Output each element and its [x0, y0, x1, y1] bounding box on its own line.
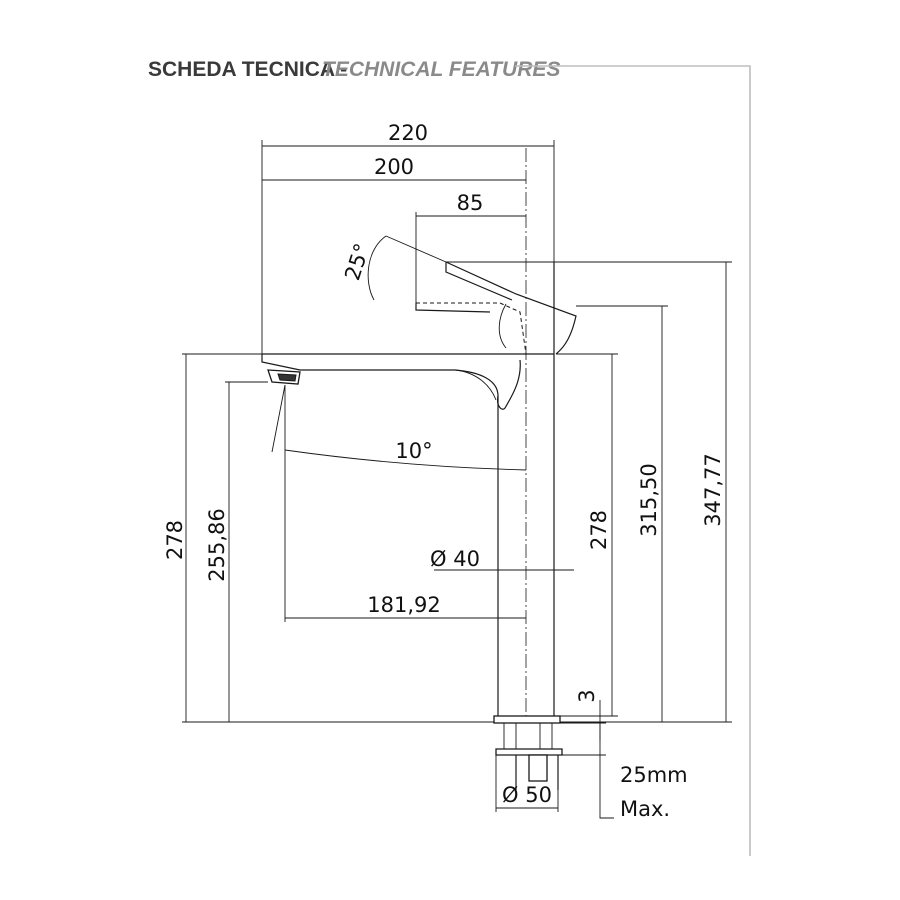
label-height-right-body: 278 — [587, 510, 611, 550]
base-plate — [493, 715, 561, 724]
dim-arc-10 — [284, 449, 527, 471]
label-base-thickness: 3 — [575, 689, 599, 702]
dim-line-25mm — [599, 723, 614, 819]
fixing-threads — [503, 723, 553, 749]
header-title-main: SCHEDA TECNICA - — [148, 58, 347, 81]
spout-underside — [261, 354, 521, 410]
lever-open-position — [416, 302, 527, 355]
dim-line-315-50 — [560, 305, 668, 723]
dim-line-220 — [261, 140, 555, 354]
dim-arc-25-leader — [385, 235, 447, 263]
label-base-diameter: Ø 50 — [502, 783, 552, 807]
label-deck-max-line2: Max. — [620, 797, 670, 821]
label-width-spout: 200 — [374, 155, 414, 179]
dim-line-d50 — [495, 755, 559, 812]
page-frame — [515, 65, 751, 856]
header: SCHEDA TECNICA - TECHNICAL FEATURES — [148, 58, 560, 81]
dimension-lines — [182, 140, 732, 819]
dim-line-85 — [415, 212, 526, 303]
aerator-mesh — [277, 373, 297, 382]
lever-closed-top — [445, 261, 577, 355]
label-height-left-outer: 278 — [163, 520, 187, 560]
lever-closed-front — [445, 262, 513, 301]
label-lever-angle: 25° — [340, 240, 374, 283]
fixing-washer — [495, 748, 563, 756]
dim-arc-25 — [367, 235, 387, 301]
label-deck-max-line1: 25mm — [620, 763, 688, 787]
faucet-outline — [261, 261, 577, 790]
label-height-left-inner: 255,86 — [205, 508, 229, 581]
fixing-nut — [528, 754, 548, 782]
dim-line-255-86 — [225, 381, 268, 722]
label-width-lever: 85 — [457, 191, 484, 215]
dim-line-181-92 — [284, 385, 526, 622]
label-body-diameter: Ø 40 — [430, 547, 480, 571]
label-spout-angle: 10° — [395, 439, 432, 463]
dim-arc-10-leader — [271, 384, 286, 453]
dim-line-278-left — [182, 353, 494, 723]
spout-inner-curve — [454, 369, 497, 401]
header-title-sub: TECHNICAL FEATURES — [322, 58, 560, 81]
label-height-lever-top: 347,77 — [701, 453, 725, 526]
label-width-total: 220 — [388, 121, 428, 145]
dim-line-3 — [560, 700, 606, 740]
label-height-lever-base: 315,50 — [637, 463, 661, 536]
dimension-labels: 220 200 85 25° 10° 278 255,86 278 315,50… — [163, 121, 725, 821]
lever-open-outline — [415, 303, 491, 313]
lever-curve — [498, 303, 507, 349]
dim-line-347-77 — [446, 261, 732, 723]
label-spout-reach: 181,92 — [367, 593, 440, 617]
